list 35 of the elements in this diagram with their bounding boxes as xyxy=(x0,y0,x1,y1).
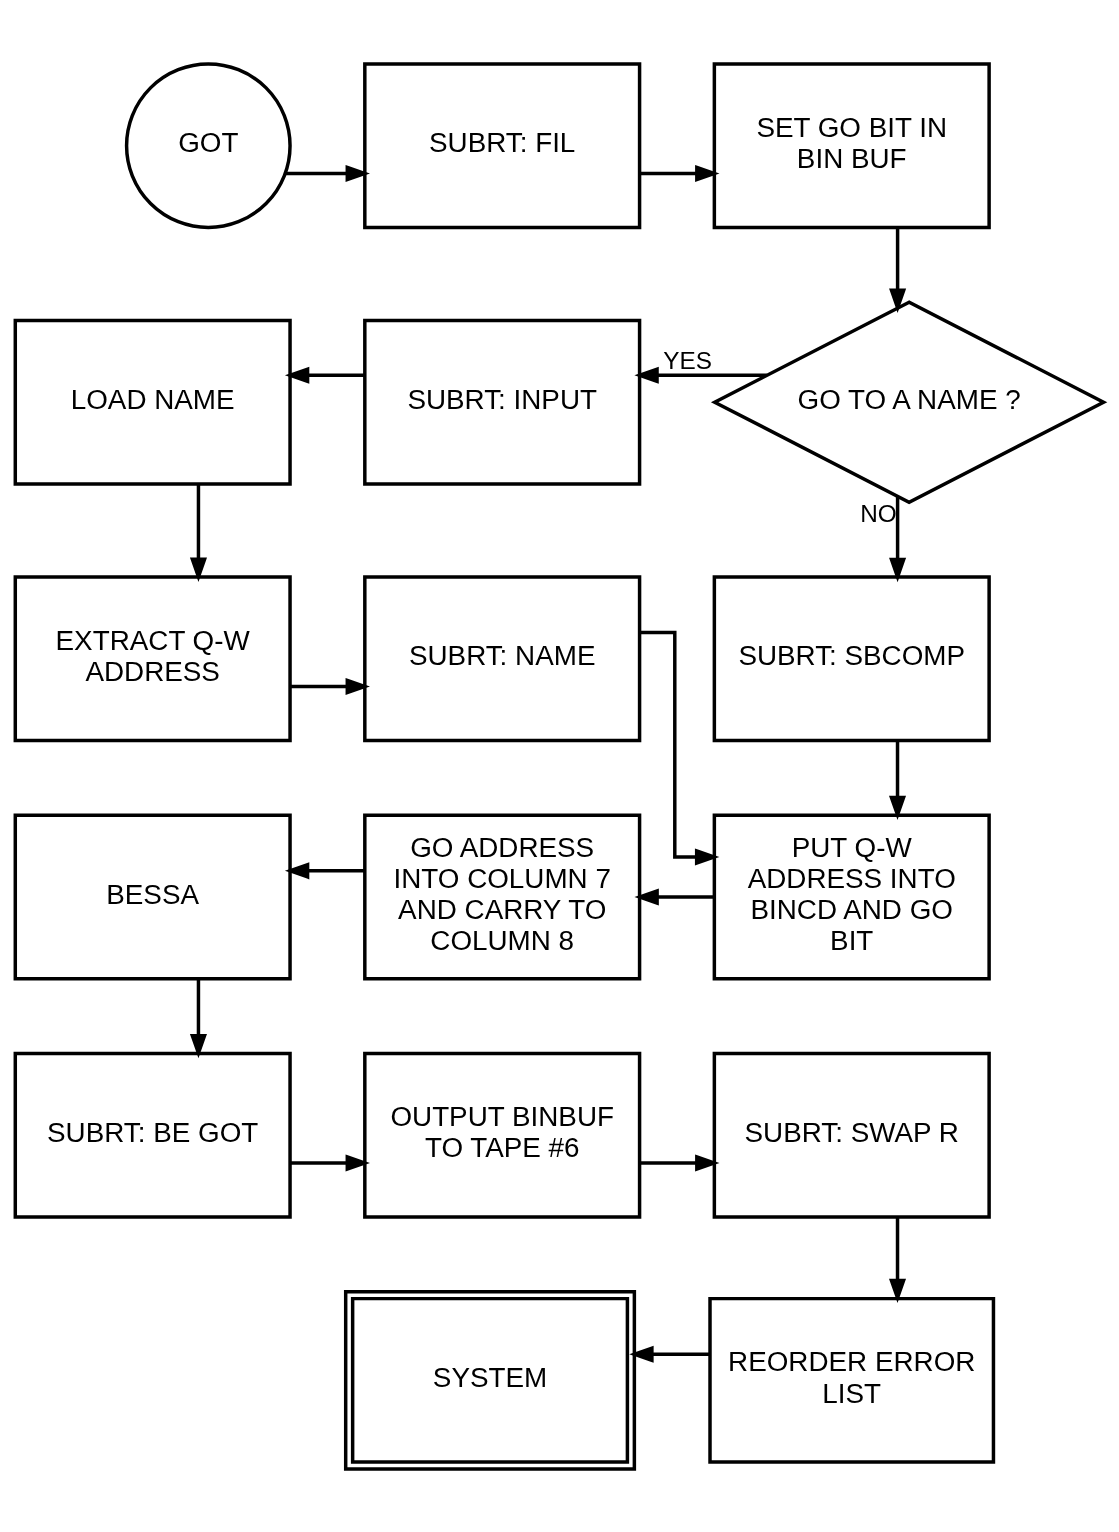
node-circle: GOT xyxy=(124,61,292,229)
node-box: SUBRT: INPUT xyxy=(363,318,642,486)
arrow xyxy=(639,1153,720,1172)
node-box: EXTRACT Q-W ADDRESS xyxy=(13,574,292,742)
arrow xyxy=(888,740,907,820)
node-box: LOAD NAME xyxy=(13,318,292,486)
node-box: SUBRT: SBCOMP xyxy=(712,574,991,742)
node-box: SUBRT: FIL xyxy=(363,61,642,229)
node-box: GO ADDRESS INTO COLUMN 7 AND CARRY TO COLUMN 8 xyxy=(363,812,642,980)
node-box: SUBRT: NAME xyxy=(363,574,642,742)
node-diamond: GO TO A NAME ? xyxy=(710,299,1108,504)
arrow xyxy=(634,366,767,384)
node-box: SUBRT: BE GOT xyxy=(13,1051,292,1219)
arrow xyxy=(284,366,365,384)
arrow xyxy=(189,483,207,582)
node-box: SET GO BIT IN BIN BUF xyxy=(712,61,991,229)
node-box: OUTPUT BINBUF TO TAPE #6 xyxy=(363,1051,642,1219)
edge-label: YES xyxy=(663,346,712,374)
node-box: SUBRT: SWAP R xyxy=(712,1051,991,1219)
arrow xyxy=(284,861,365,879)
arrow xyxy=(639,164,720,182)
node-box: SYSTEM xyxy=(343,1289,637,1471)
arrow xyxy=(189,978,207,1058)
node-box: BESSA xyxy=(13,812,292,980)
node-box: REORDER ERROR LIST xyxy=(708,1296,996,1464)
arrow xyxy=(639,630,720,865)
arrow xyxy=(634,887,715,905)
arrow xyxy=(285,164,370,182)
arrow xyxy=(888,1217,907,1303)
arrow xyxy=(889,496,907,582)
arrow xyxy=(629,1345,710,1363)
arrow xyxy=(290,1153,370,1172)
node-box: PUT Q-W ADDRESS INTO BINCD AND GO BIT xyxy=(712,812,991,980)
arrow xyxy=(290,677,370,695)
arrow xyxy=(889,227,907,313)
